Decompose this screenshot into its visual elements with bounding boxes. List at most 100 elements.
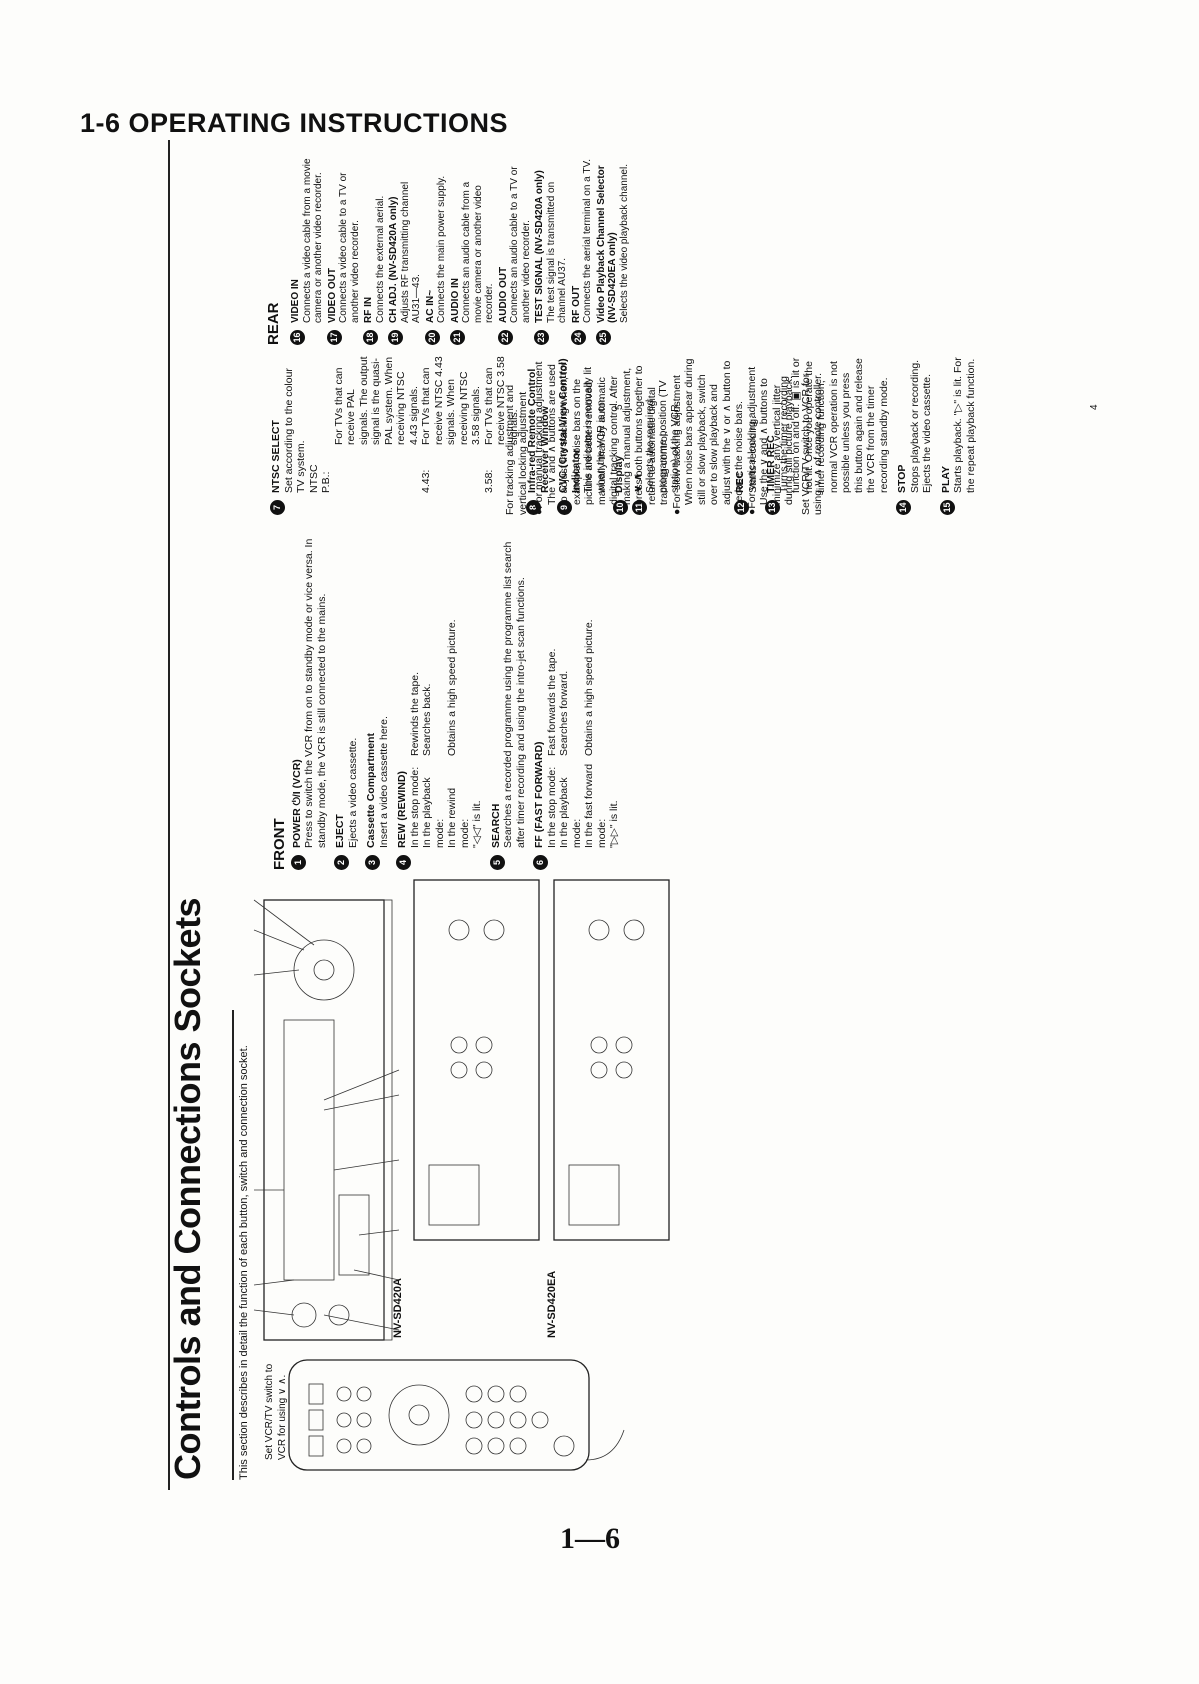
item-foot: "▷▷" is lit. [608, 800, 620, 848]
item-number: 19 [388, 330, 403, 345]
item-title: Cassette Compartment [365, 733, 377, 848]
front-heading: FRONT [271, 818, 288, 870]
item-title: REW (REWIND) [396, 771, 408, 848]
mode-key: In the playback mode: [421, 777, 446, 848]
rear-column: REAR [265, 160, 285, 345]
footer-right: 5 [614, 404, 625, 410]
item-title: AUDIO OUT [497, 266, 509, 323]
item-title: PLAY [939, 465, 952, 493]
item-number: 23 [534, 330, 549, 345]
mode-row: In the playback mode:Searches back. [421, 530, 446, 848]
model-label-a: NV-SD420A [392, 1278, 404, 1338]
item-title: TIMER REC [765, 435, 777, 493]
item-title: STOP [896, 464, 908, 493]
mode-row: In the playback mode: Searches forward. [558, 530, 583, 848]
mode-key: In the stop mode: [545, 766, 558, 848]
item-number: 3 [365, 855, 380, 870]
item-desc: Starts recording. [746, 415, 759, 493]
item-number: 1 [290, 855, 306, 870]
mode-key: In the playback mode: [558, 777, 583, 848]
item-title: FF (FAST FORWARD) [533, 741, 545, 848]
item-number: 13 [765, 500, 780, 515]
item-number: 7 [270, 500, 285, 515]
item-desc: Set according to the colour TV system. [282, 368, 308, 493]
item-title: CH ADJ. (NV-SD420A only) [388, 196, 399, 323]
mode-row: In the stop mode:Rewinds the tape. [409, 530, 422, 848]
item-desc: Searches a recorded programme using the … [502, 541, 527, 848]
item-desc: Turns the timer recording function on an… [777, 357, 890, 493]
item-number: 20 [424, 330, 440, 345]
item-desc: Connects an audio cable to a TV or anoth… [509, 166, 532, 323]
item-desc: Press to switch the VCR from on to stand… [303, 538, 328, 848]
ntsc-key: NTSC P.B.: [307, 464, 333, 493]
item-number: 18 [363, 330, 378, 345]
item-number: 17 [326, 330, 342, 345]
mode-value: Obtains a high speed picture. [583, 619, 595, 756]
rear-heading: REAR [265, 302, 282, 345]
item-title: RF IN [363, 296, 374, 323]
section-header: 1-6 OPERATING INSTRUCTIONS [80, 108, 509, 138]
footer-left: 4 [1089, 404, 1100, 410]
remote-control-drawing [288, 1359, 625, 1471]
front-item-4: 4 REW (REWIND) In the stop mode:Rewinds t… [396, 530, 484, 870]
callout-leader-lines [253, 899, 400, 1331]
mode-value: Searches forward. [558, 670, 570, 756]
item-title: NTSC SELECT [270, 420, 282, 493]
ntsc-key [333, 445, 421, 493]
mode-row: In the fast forward mode: Obtains a high … [583, 530, 608, 848]
rear-panel-a-drawing [413, 879, 540, 1241]
item-number: 4 [396, 855, 411, 870]
mode-row: In the rewind mode:Obtains a high speed … [446, 530, 471, 848]
item-number: 21 [449, 330, 465, 345]
tracking-line: The ∨ and ∧ buttons are used to adjust t… [545, 362, 671, 505]
item-desc: Connects an audio cable from a movie cam… [461, 181, 495, 323]
item-desc: Connects the aerial terminal on a TV. [582, 159, 593, 323]
tracking-line: ●For slow tracking adjustment [670, 375, 683, 515]
item-desc: Insert a video cassette here. [377, 716, 390, 848]
page-number: 1—6 [560, 1522, 620, 1555]
mode-key: In the fast forward mode: [583, 763, 608, 848]
item-title: REC [734, 470, 746, 493]
model-label-ea: NV-SD420EA [546, 1270, 558, 1338]
item-title: RF OUT [570, 285, 582, 323]
item-title: VIDEO IN [290, 279, 301, 323]
item-number: 6 [533, 855, 548, 870]
item-title: SEARCH [489, 803, 502, 848]
item-number: 24 [570, 330, 586, 345]
ntsc-row: For TVs that can receive PAL signals. Th… [333, 355, 421, 493]
item-title: VIDEO OUT [326, 267, 338, 323]
item-number: 25 [595, 330, 611, 345]
item-number: 22 [497, 330, 513, 345]
mode-value: Rewinds the tape. [408, 671, 421, 756]
mode-row: In the stop mode:Fast forwards the tape. [546, 530, 559, 848]
item-desc: Starts playback. "▷" is lit. For the rep… [952, 357, 977, 493]
item-foot: "◁◁" is lit. [471, 800, 483, 848]
vcr-diagrams [253, 879, 670, 1471]
side-note: Set VCR/TV switch to VCR for using ∨ ∧. [264, 1363, 288, 1460]
ntsc-row: 4.43:For TVs that can receive NTSC 4.43 … [420, 355, 483, 493]
item-number: 2 [334, 855, 349, 870]
item-number: 16 [290, 330, 305, 345]
mode-value: Obtains a high speed picture. [446, 619, 458, 756]
item-desc: Connects the main power supply. [436, 175, 447, 323]
tracking-intro: For tracking adjustment and vertical loc… [504, 384, 529, 515]
